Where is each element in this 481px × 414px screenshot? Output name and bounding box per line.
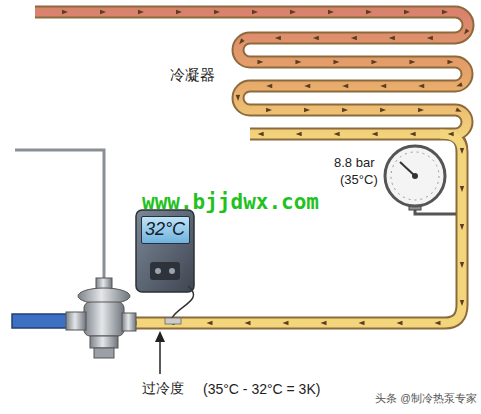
pressure-gauge xyxy=(385,146,456,214)
flow-arrow xyxy=(460,262,464,268)
flow-arrow xyxy=(282,321,288,325)
flow-arrow xyxy=(296,132,302,136)
flow-arrow xyxy=(244,321,250,325)
flow-arrow xyxy=(236,95,241,101)
flow-arrow xyxy=(266,108,272,112)
coil-outline xyxy=(35,12,468,323)
flow-arrow xyxy=(351,36,357,40)
flow-arrow xyxy=(320,321,326,325)
flow-arrow xyxy=(442,10,448,14)
outlet-pipe xyxy=(12,314,72,328)
flow-arrow xyxy=(295,60,301,64)
part-label: 冷凝器 xyxy=(170,66,215,83)
flow-arrow xyxy=(366,10,372,14)
thermometer-display: 32°C xyxy=(141,216,190,244)
flow-arrow xyxy=(258,132,264,136)
flow-arrow xyxy=(342,84,348,88)
flow-arrow xyxy=(455,108,462,114)
flow-arrow xyxy=(206,321,212,325)
flow-arrow xyxy=(371,60,377,64)
flow-arrows xyxy=(62,10,469,325)
flow-arrow xyxy=(389,36,395,40)
flow-arrow xyxy=(275,36,281,40)
flow-arrow xyxy=(447,60,453,64)
watermark: www.bjjdwx.com xyxy=(142,190,319,214)
temperature-reading: 32°C xyxy=(145,219,186,241)
flow-arrow xyxy=(333,60,339,64)
flow-arrow xyxy=(460,186,464,192)
expansion-valve xyxy=(66,278,136,358)
flow-arrow xyxy=(434,321,440,325)
condenser-coil xyxy=(35,12,468,134)
flow-arrow xyxy=(252,10,258,14)
flow-arrow xyxy=(456,82,463,88)
flow-arrow xyxy=(304,84,310,88)
digital-thermometer xyxy=(136,210,194,324)
subcooling-label: 过冷度 xyxy=(142,380,184,396)
flow-arrow xyxy=(313,36,319,40)
temperature-label: (35°C) xyxy=(340,173,378,188)
flow-arrow xyxy=(448,132,454,136)
pressure-label: 8.8 bar xyxy=(334,156,374,171)
flow-arrow xyxy=(342,108,348,112)
flow-arrow xyxy=(266,84,272,88)
flow-arrow xyxy=(460,300,464,306)
flow-arrow xyxy=(372,132,378,136)
flow-arrow xyxy=(404,10,410,14)
flow-arrow xyxy=(214,10,220,14)
flow-arrow xyxy=(418,108,424,112)
flow-arrow xyxy=(462,28,469,35)
formula-label: (35°C - 32°C = 3K) xyxy=(203,381,320,397)
liquid-line xyxy=(118,134,462,323)
flow-arrow xyxy=(138,10,144,14)
flow-arrow xyxy=(62,10,68,14)
capillary-tube xyxy=(15,150,104,282)
flow-arrow xyxy=(396,321,402,325)
flow-arrow xyxy=(418,84,424,88)
watermark: 头条 @制冷热泵专家 xyxy=(375,392,477,404)
flow-arrow xyxy=(304,108,310,112)
flow-arrow xyxy=(257,60,263,64)
flow-arrow xyxy=(409,60,415,64)
flow-arrow xyxy=(334,132,340,136)
flow-arrow xyxy=(410,132,416,136)
flow-arrow xyxy=(290,10,296,14)
pointer-arrowhead xyxy=(155,331,165,342)
flow-arrow xyxy=(328,10,334,14)
flow-arrow xyxy=(237,38,244,45)
flow-arrow xyxy=(176,10,182,14)
flow-arrow xyxy=(100,10,106,14)
flow-arrow xyxy=(380,108,386,112)
flow-arrow xyxy=(380,84,386,88)
flow-arrow xyxy=(358,321,364,325)
flow-arrow xyxy=(460,148,464,154)
flow-arrow xyxy=(460,224,464,230)
flow-arrow xyxy=(427,36,433,40)
